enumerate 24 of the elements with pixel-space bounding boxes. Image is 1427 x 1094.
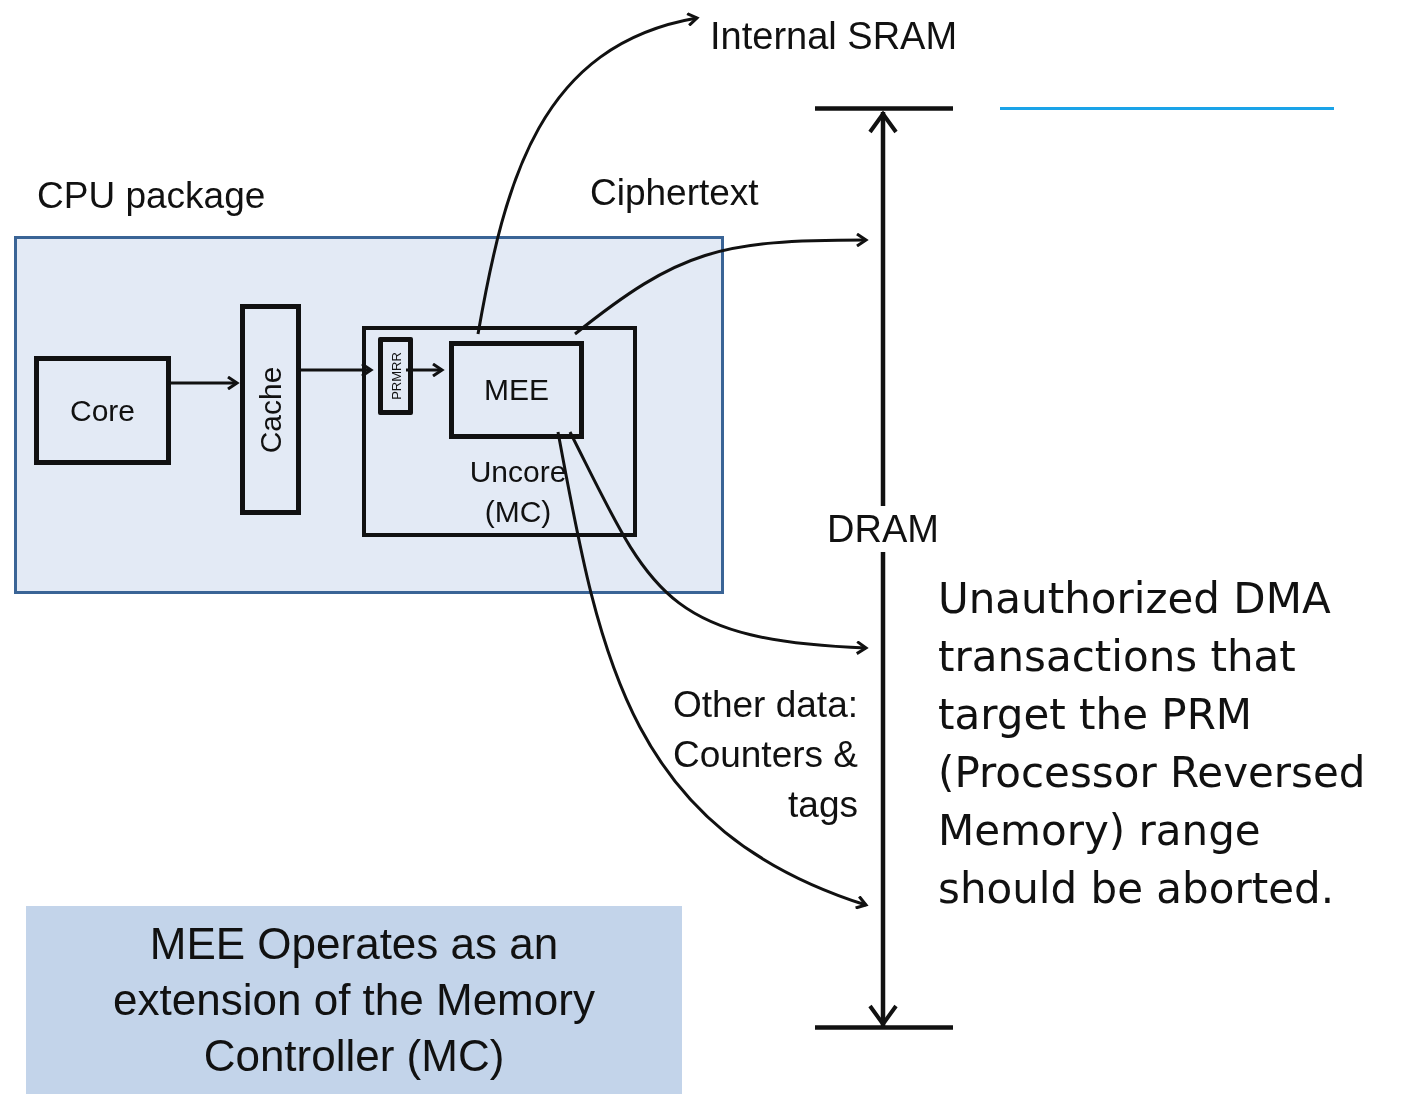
arrow [568, 431, 868, 655]
note-text: Unauthorized DMA transactions that target the PRM (Processor Reversed Memory) range should be aborted. [938, 573, 1367, 915]
arrow [406, 362, 444, 378]
note-box [26, 906, 682, 1094]
box-label: MEE [484, 373, 549, 407]
memory-label: Internal SRAM [700, 10, 1000, 60]
annotation-text: Other data: Counters & tags [671, 683, 858, 827]
arrow [168, 375, 239, 391]
box-label: PRMRR [388, 352, 403, 400]
arrow [476, 12, 699, 335]
box-label: Uncore (MC) [468, 454, 568, 530]
component-box [449, 341, 584, 439]
box-heading: CPU package [37, 175, 266, 217]
box-label: Core [70, 393, 135, 428]
box-label: Cache [253, 366, 288, 453]
note-text: MEE Operates as an extension of the Memory Controller (MC) [112, 918, 596, 1082]
register-box [378, 337, 413, 415]
annotation-text: Ciphertext [590, 171, 760, 215]
component-box [34, 356, 171, 465]
uncore-box [362, 326, 637, 537]
component-box [240, 304, 301, 515]
arrow [556, 431, 868, 909]
arrow [298, 362, 373, 378]
arrow [574, 232, 868, 336]
